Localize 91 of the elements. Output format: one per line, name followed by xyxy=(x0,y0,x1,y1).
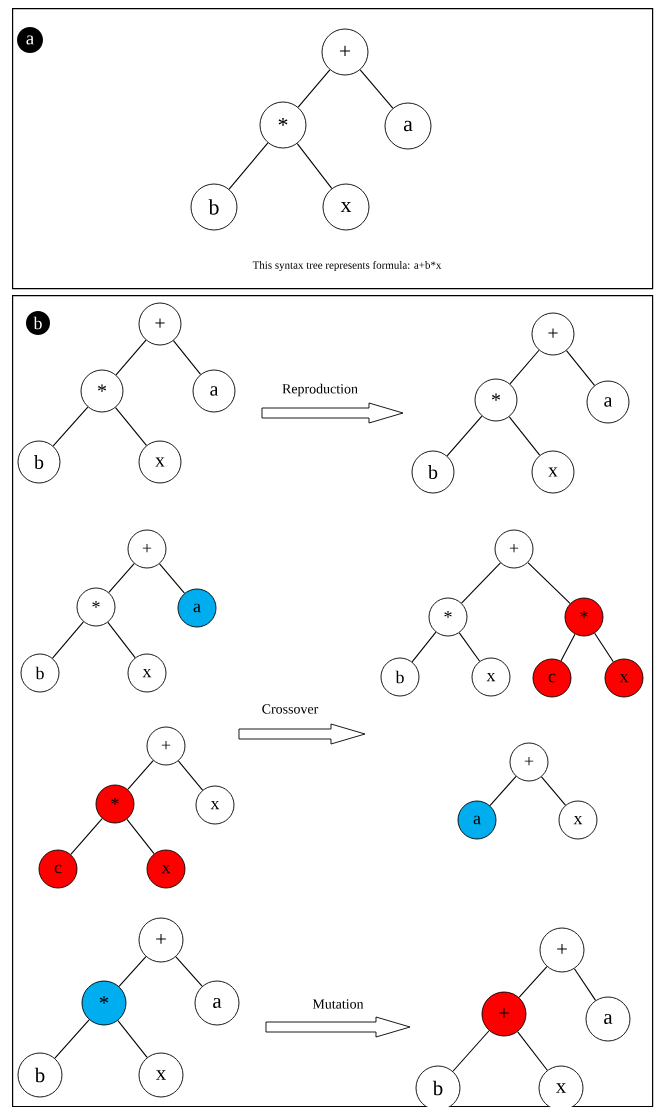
tree-node: c xyxy=(38,849,78,889)
tree-branch xyxy=(108,563,135,593)
tree-node: x xyxy=(322,183,370,231)
tree-branch xyxy=(560,633,576,662)
tree-node: b xyxy=(17,1052,63,1098)
operation-label: Mutation xyxy=(312,999,364,1009)
tree-node: a xyxy=(384,102,432,150)
panel-frame xyxy=(12,295,654,1107)
tree-node: + xyxy=(138,302,182,346)
tree-node: a xyxy=(177,588,217,628)
tree-branch xyxy=(52,621,84,659)
tree-branch xyxy=(296,143,333,189)
panel-badge: a xyxy=(17,27,43,53)
tree-node: * xyxy=(428,597,468,637)
tree-branch xyxy=(117,1020,148,1058)
tree-branch xyxy=(565,350,596,386)
tree-node: b xyxy=(380,657,420,697)
tree-node: x xyxy=(538,1065,584,1107)
tree-branch xyxy=(54,1019,90,1059)
tree-node: + xyxy=(494,529,534,569)
tree-node: + xyxy=(481,991,527,1037)
tree-branch xyxy=(115,407,147,446)
tree-node: * xyxy=(95,784,135,824)
tree-node: * xyxy=(259,101,307,149)
tree-node: x xyxy=(604,658,644,698)
tree-branch xyxy=(446,415,483,457)
tree-branch xyxy=(461,562,501,604)
tree-node: * xyxy=(564,597,604,637)
tree-node: a xyxy=(585,996,631,1042)
tree-node: b xyxy=(17,440,61,484)
node-label: b xyxy=(432,1080,443,1096)
tree-node: x xyxy=(138,1052,184,1098)
panel-frame xyxy=(12,8,654,290)
tree-branch xyxy=(297,69,331,108)
tree-node: x xyxy=(146,849,186,889)
tree-branch xyxy=(517,1031,548,1071)
tree-node: b xyxy=(190,183,238,231)
tree-branch xyxy=(509,349,540,385)
tree-node: * xyxy=(474,378,518,422)
tree-node: + xyxy=(509,742,549,782)
tree-branch xyxy=(452,1030,490,1072)
tree-node: x xyxy=(558,800,598,840)
tree-branch xyxy=(177,760,204,791)
tree-node: * xyxy=(81,980,127,1026)
tree-node: + xyxy=(531,312,575,356)
tree-branch xyxy=(126,818,155,855)
tree-node: c xyxy=(532,658,572,698)
tree-node: + xyxy=(138,917,184,963)
operation-label: Reproduction xyxy=(282,383,358,397)
tree-branch xyxy=(115,339,147,376)
tree-branch xyxy=(541,776,566,806)
tree-branch xyxy=(118,956,147,987)
node-label: x xyxy=(555,1083,566,1093)
panel-badge: b xyxy=(26,311,50,335)
tree-node: + xyxy=(146,726,186,766)
tree-node: x xyxy=(471,657,511,697)
tree-branch xyxy=(52,406,89,447)
tree-node: x xyxy=(195,785,235,825)
tree-branch xyxy=(508,416,541,456)
tree-branch xyxy=(175,956,203,987)
caption: This syntax tree represents formula: a+b*x xyxy=(252,260,442,272)
tree-branch xyxy=(70,818,103,855)
tree-node: b xyxy=(411,450,455,494)
tree-node: a xyxy=(194,980,240,1026)
tree-branch xyxy=(127,760,154,790)
tree-branch xyxy=(518,966,548,998)
tree-node: b xyxy=(415,1065,461,1107)
tree-branch xyxy=(458,632,481,662)
operation-label: Crossover xyxy=(262,704,319,714)
tree-branch xyxy=(159,563,185,594)
tree-node: a xyxy=(192,369,236,413)
tree-node: + xyxy=(321,28,369,76)
tree-branch xyxy=(527,562,571,604)
tree-branch xyxy=(107,621,136,659)
tree-node: x xyxy=(127,653,167,693)
tree-node: x xyxy=(531,450,575,494)
tree-branch xyxy=(594,632,614,663)
tree-node: a xyxy=(457,800,497,840)
tree-branch xyxy=(411,631,437,663)
tree-branch xyxy=(228,142,269,190)
tree-branch xyxy=(489,775,517,807)
tree-node: a xyxy=(586,380,630,424)
tree-node: + xyxy=(539,927,585,973)
tree-node: * xyxy=(80,369,124,413)
tree-branch xyxy=(172,340,202,375)
tree-node: * xyxy=(76,587,116,627)
tree-node: b xyxy=(20,653,60,693)
tree-node: + xyxy=(127,529,167,569)
tree-branch xyxy=(359,69,394,109)
tree-node: x xyxy=(138,440,182,484)
tree-branch xyxy=(573,968,597,1001)
